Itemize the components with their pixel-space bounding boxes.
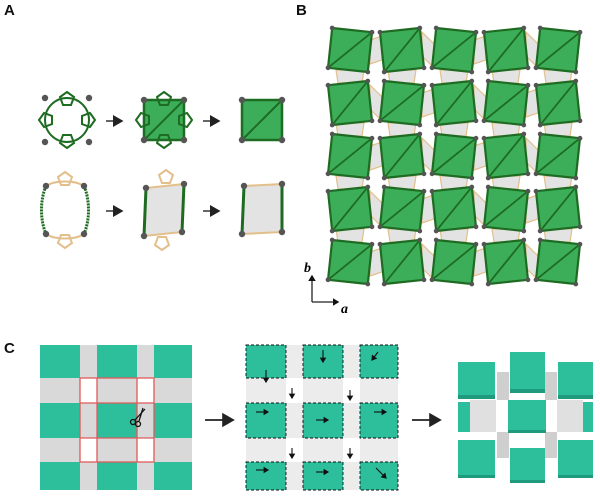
green-square bbox=[325, 237, 375, 287]
green-square bbox=[377, 25, 427, 75]
scissors-icon bbox=[129, 407, 146, 428]
axis-label-a: a bbox=[341, 302, 348, 317]
green-square bbox=[429, 25, 479, 75]
green-square bbox=[481, 25, 531, 75]
gray-square-block bbox=[238, 180, 286, 238]
axis-label-b: b bbox=[304, 261, 311, 276]
green-macrocycle bbox=[37, 90, 97, 150]
panel-label-c: C bbox=[4, 340, 15, 357]
teal-square bbox=[360, 345, 398, 378]
green-square bbox=[533, 237, 583, 287]
green-square bbox=[377, 131, 427, 181]
green-square-block bbox=[238, 96, 286, 144]
green-square bbox=[533, 131, 583, 181]
teal-square bbox=[360, 403, 398, 438]
tan-macrocycle-overlay bbox=[140, 168, 188, 252]
green-square bbox=[429, 78, 479, 128]
green-square bbox=[325, 184, 375, 234]
panel-label-a: A bbox=[4, 2, 15, 19]
green-square bbox=[429, 237, 479, 287]
checkerboard-flat bbox=[40, 345, 192, 490]
axis-indicator: b a bbox=[304, 261, 348, 317]
teal-square bbox=[246, 462, 286, 490]
green-square bbox=[325, 25, 375, 75]
green-square bbox=[377, 78, 427, 128]
green-square bbox=[429, 184, 479, 234]
cut-lines bbox=[79, 377, 155, 463]
panel-a-diagram bbox=[37, 90, 286, 252]
rotation-arrow bbox=[371, 351, 379, 361]
checkerboard-cut bbox=[245, 344, 399, 491]
green-square bbox=[533, 25, 583, 75]
tan-macrocycle bbox=[40, 170, 90, 250]
green-square bbox=[533, 184, 583, 234]
checkerboard-folded bbox=[458, 352, 593, 483]
green-square bbox=[325, 131, 375, 181]
rotation-arrow bbox=[375, 467, 387, 479]
green-square bbox=[325, 78, 375, 128]
panel-b-framework bbox=[325, 25, 583, 287]
green-square bbox=[533, 78, 583, 128]
green-square bbox=[481, 237, 531, 287]
green-square bbox=[377, 184, 427, 234]
green-square bbox=[481, 184, 531, 234]
green-square bbox=[377, 237, 427, 287]
teal-square bbox=[303, 462, 343, 490]
green-square bbox=[429, 131, 479, 181]
teal-square bbox=[360, 462, 398, 490]
green-square bbox=[481, 78, 531, 128]
teal-square bbox=[246, 403, 286, 438]
green-macrocycle-overlay bbox=[134, 90, 194, 150]
panel-label-b: B bbox=[296, 2, 307, 19]
green-square bbox=[481, 131, 531, 181]
